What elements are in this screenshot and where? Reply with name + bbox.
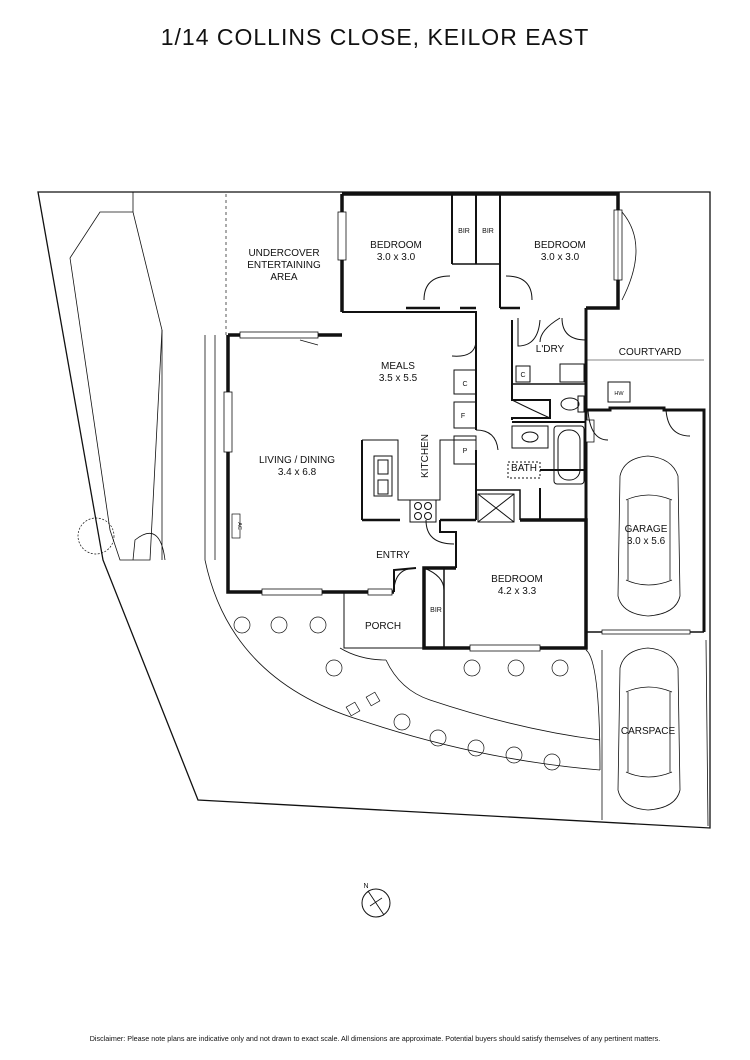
driveway	[69, 211, 163, 561]
garage-name: GARAGE	[625, 524, 668, 535]
meals-size: 3.5 x 5.5	[379, 373, 418, 384]
p-kitchen-label: P	[463, 448, 468, 455]
kitchen-label: KITCHEN	[420, 434, 431, 478]
carspace-divider	[601, 639, 709, 827]
carspace-label: CARSPACE	[621, 726, 676, 737]
compass-north-label: N	[363, 883, 368, 890]
carspace-car	[617, 647, 681, 811]
bedroom1-size: 3.0 x 3.0	[377, 252, 416, 263]
bath-fixtures	[477, 363, 631, 523]
kitchen-bench	[362, 369, 477, 523]
porch-label: PORCH	[365, 621, 401, 632]
meals-name: MEALS	[381, 361, 415, 372]
garage-outline	[586, 406, 706, 635]
garage-car	[617, 455, 681, 617]
door-swings	[393, 275, 587, 593]
plan-title: 1/14 COLLINS CLOSE, KEILOR EAST	[160, 24, 590, 50]
driveway-edge	[132, 192, 166, 561]
bedroom1-name: BEDROOM	[370, 240, 422, 251]
fixture-labels: BIR BIR BIR C F P C HW AC	[231, 228, 624, 614]
undercover-label-3: AREA	[270, 272, 298, 283]
living-size: 3.4 x 6.8	[278, 467, 317, 478]
bedroom3-size: 4.2 x 3.3	[498, 586, 537, 597]
undercover-label-2: ENTERTAINING	[247, 260, 321, 271]
undercover-label-1: UNDERCOVER	[248, 248, 319, 259]
bir-left-label: BIR	[458, 228, 470, 235]
entry-label: ENTRY	[376, 550, 410, 561]
ac-unit	[231, 513, 241, 539]
courtyard-fence	[585, 194, 704, 410]
laundry-label: L'DRY	[536, 344, 565, 355]
hw-label: HW	[614, 391, 624, 397]
courtyard-label: COURTYARD	[619, 347, 681, 358]
garden-plants	[77, 517, 569, 771]
disclaimer-text: Disclaimer: Please note plans are indica…	[89, 1034, 661, 1043]
garage-size: 3.0 x 5.6	[627, 536, 666, 547]
garden-paths	[204, 335, 601, 771]
bedroom2-name: BEDROOM	[534, 240, 586, 251]
f-kitchen-label: F	[461, 413, 465, 420]
bir-right-label: BIR	[482, 228, 494, 235]
room-labels: UNDERCOVER ENTERTAINING AREA BEDROOM 3.0…	[247, 240, 681, 737]
bedroom2-size: 3.0 x 3.0	[541, 252, 580, 263]
bedroom3-name: BEDROOM	[491, 574, 543, 585]
c-laundry-label: C	[520, 372, 525, 379]
bir-bed3-label: BIR	[430, 607, 442, 614]
ac-label: AC	[236, 522, 242, 530]
bath-label: BATH	[511, 463, 537, 474]
north-compass: N	[361, 883, 391, 918]
c-kitchen-label: C	[462, 381, 467, 388]
living-name: LIVING / DINING	[259, 455, 335, 466]
property-boundary	[37, 191, 711, 829]
